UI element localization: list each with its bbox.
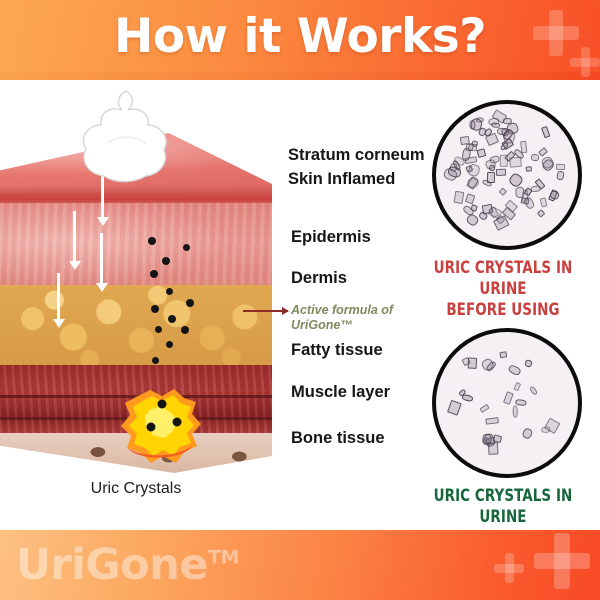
formula-pointer-arrow-icon xyxy=(243,307,289,315)
urine-crystal xyxy=(507,171,525,188)
penetration-arrow-icon xyxy=(52,273,65,328)
urine-crystal xyxy=(465,212,481,228)
urine-crystal xyxy=(539,197,548,208)
caption-before-line2: BEFORE USING xyxy=(446,300,560,320)
header-banner: How it Works? xyxy=(0,0,600,80)
header-underline xyxy=(0,72,600,80)
urine-crystal xyxy=(528,385,539,396)
urine-crystal xyxy=(515,398,527,406)
urine-crystal xyxy=(465,176,480,190)
urine-crystal xyxy=(503,391,514,405)
urine-crystal xyxy=(512,382,521,392)
label-bone-tissue: Bone tissue xyxy=(291,429,385,447)
label-dermis: Dermis xyxy=(291,269,347,287)
urine-crystal xyxy=(498,187,507,197)
urine-crystal xyxy=(523,358,534,369)
plus-icon xyxy=(533,10,579,56)
urine-crystal xyxy=(502,117,512,125)
uric-crystal-dot xyxy=(181,326,189,334)
glowing-uric-crystal-cluster xyxy=(121,389,201,463)
label-muscle-layer: Muscle layer xyxy=(291,383,391,401)
urine-crystal xyxy=(537,208,546,218)
diagram-caption: Uric Crystals xyxy=(90,480,182,497)
urine-crystal xyxy=(540,125,551,139)
urine-crystal xyxy=(487,442,499,455)
uric-crystal-dot xyxy=(148,237,156,245)
skin-layer-stack xyxy=(0,133,272,473)
plus-icon xyxy=(570,47,600,77)
uric-crystal-dot xyxy=(151,305,159,313)
urine-crystal xyxy=(495,169,507,177)
penetration-arrow-icon xyxy=(68,211,81,270)
urine-crystal xyxy=(479,404,491,414)
skin-layer-stratum-corneum xyxy=(0,193,272,205)
penetration-arrow-icon xyxy=(96,161,109,226)
brand-logo: UriGoneTM xyxy=(16,540,239,590)
page-title: How it Works? xyxy=(114,9,486,64)
urine-crystal xyxy=(485,417,499,425)
urine-crystal xyxy=(486,171,496,183)
urine-crystal xyxy=(509,156,522,168)
urine-crystal xyxy=(465,144,478,152)
microscope-view-after xyxy=(432,328,582,478)
uric-crystal-dot xyxy=(150,270,158,278)
skin-layer-fatty-tissue xyxy=(0,285,272,369)
urine-crystal xyxy=(446,399,462,416)
brand-trademark: TM xyxy=(207,546,239,569)
plus-icon xyxy=(534,533,590,589)
uric-crystal-dot xyxy=(162,257,170,265)
uric-crystal-dot xyxy=(152,357,159,364)
urine-crystal xyxy=(511,405,518,418)
uric-crystal-dot xyxy=(186,299,194,307)
urine-crystal xyxy=(475,148,487,159)
urine-crystal xyxy=(530,153,540,162)
label-stratum-corneum: Stratum corneum xyxy=(288,146,425,164)
urine-crystal xyxy=(464,193,475,204)
urine-crystal xyxy=(453,190,464,205)
penetration-arrow-icon xyxy=(95,233,108,292)
caption-before-using: URIC CRYSTALS IN URINE BEFORE USING xyxy=(415,258,591,321)
uric-crystal-dot xyxy=(183,244,190,251)
uric-crystal-dot xyxy=(166,341,173,348)
urine-crystal xyxy=(493,433,503,443)
urine-crystal xyxy=(500,351,508,359)
urine-crystal xyxy=(556,170,565,181)
urine-crystal xyxy=(507,363,522,377)
brand-name: UriGone xyxy=(16,540,208,590)
urine-crystal xyxy=(469,120,476,130)
uric-crystal-dot xyxy=(155,326,162,333)
label-active-formula: Active formula of UriGone™ xyxy=(291,303,394,332)
caption-after-line1: URIC CRYSTALS IN URINE xyxy=(433,486,573,527)
urine-crystal xyxy=(520,426,534,441)
label-fatty-tissue: Fatty tissue xyxy=(291,341,383,359)
urine-crystal xyxy=(520,140,528,153)
uric-crystal-dot xyxy=(168,315,176,323)
plus-icon xyxy=(494,553,524,583)
uric-crystal-dot xyxy=(166,288,173,295)
urine-crystal xyxy=(540,154,556,171)
urine-crystal xyxy=(555,163,566,171)
urine-crystal xyxy=(461,393,474,403)
urine-crystal xyxy=(525,166,532,173)
footer-banner: UriGoneTM xyxy=(0,530,600,600)
label-epidermis: Epidermis xyxy=(291,228,371,246)
skin-layer-dermis xyxy=(0,203,272,289)
skin-cross-section-illustration: Uric Crystals xyxy=(0,88,272,497)
microscope-view-before xyxy=(432,100,582,250)
cream-dollop-icon xyxy=(82,90,167,183)
label-skin-inflamed: Skin Inflamed xyxy=(288,170,396,188)
caption-before-line1: URIC CRYSTALS IN URINE xyxy=(433,258,573,299)
urine-crystal xyxy=(503,129,517,144)
